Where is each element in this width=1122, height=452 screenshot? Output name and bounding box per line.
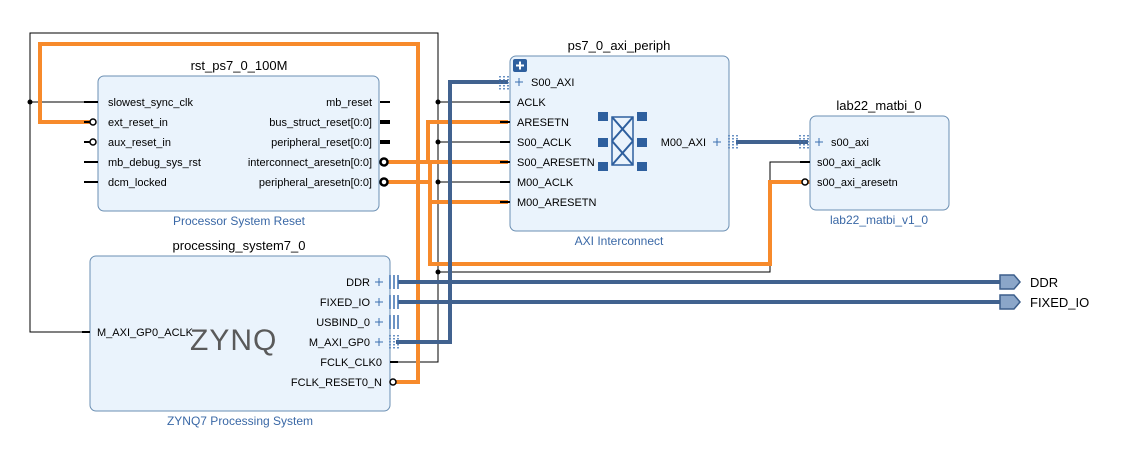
rst-port-bus-struct-reset: bus_struct_reset[0:0] — [269, 117, 372, 129]
rst-block[interactable]: rst_ps7_0_100M Processor System Reset sl… — [84, 58, 390, 228]
rst-port-mb-reset: mb_reset — [326, 97, 372, 109]
ic-port-m00-aclk: M00_ACLK — [517, 177, 574, 189]
external-port-fixed-io[interactable]: FIXED_IO — [999, 294, 1089, 310]
ic-port-m00-axi: M00_AXI — [661, 137, 706, 149]
lab-instance-name: lab22_matbi_0 — [836, 98, 921, 113]
interconnect-block[interactable]: ps7_0_axi_periph AXI Interconnect S00_AX… — [499, 38, 738, 248]
ic-port-aresetn: ARESETN — [517, 117, 569, 129]
ps-port-usbind: USBIND_0 — [316, 317, 370, 329]
ic-body — [509, 55, 730, 232]
ps-port-fixed-io: FIXED_IO — [320, 297, 371, 309]
lab-block[interactable]: lab22_matbi_0 lab22_matbi_v1_0 s00_axi s… — [799, 98, 950, 227]
rst-port-peripheral-aresetn: peripheral_aresetn[0:0] — [259, 177, 372, 189]
lab-ip-name: lab22_matbi_v1_0 — [830, 213, 928, 227]
lab-port-s00-axi-aresetn: s00_axi_aresetn — [817, 177, 898, 189]
rst-ip-name: Processor System Reset — [173, 214, 306, 228]
ic-port-s00-aresetn: S00_ARESETN — [517, 157, 595, 169]
ic-port-s00-axi: S00_AXI — [531, 77, 574, 89]
bus-pin-icon — [799, 135, 823, 149]
bus-pin-icon — [499, 76, 523, 90]
external-port-ddr[interactable]: DDR — [999, 274, 1058, 290]
ps-ip-name: ZYNQ7 Processing System — [167, 414, 313, 428]
ps-block[interactable]: processing_system7_0 ZYNQ7 Processing Sy… — [82, 238, 399, 428]
lab-port-s00-axi: s00_axi — [831, 137, 869, 149]
ic-ip-name: AXI Interconnect — [575, 234, 664, 248]
ic-port-m00-aresetn: M00_ARESETN — [517, 197, 597, 209]
ps-body — [89, 255, 391, 412]
reset-net-lab — [428, 180, 810, 266]
reset-net-m00 — [428, 182, 508, 204]
rst-port-mb-debug-sys-rst: mb_debug_sys_rst — [108, 157, 201, 169]
rst-port-peripheral-reset: peripheral_reset[0:0] — [271, 137, 372, 149]
rst-port-interconnect-aresetn: interconnect_aresetn[0:0] — [248, 157, 372, 169]
ps-port-m-axi-gp0-aclk: M_AXI_GP0_ACLK — [97, 327, 194, 339]
bus-pin-icon — [375, 275, 399, 349]
ps-port-m-axi-gp0: M_AXI_GP0 — [309, 337, 370, 349]
clock-net-loop — [29, 32, 439, 363]
crossbar-icon — [598, 112, 647, 171]
rst-port-slowest-sync-clk: slowest_sync_clk — [108, 97, 193, 109]
zynq-logo: ZYNQ — [190, 324, 277, 357]
reset-net-interconnect — [386, 120, 508, 164]
bus-net-s00-axi — [396, 80, 508, 344]
ps-instance-name: processing_system7_0 — [173, 238, 306, 253]
ps-port-fclk-reset0-n: FCLK_RESET0_N — [291, 377, 382, 389]
bus-nets[interactable] — [396, 80, 1000, 344]
lab-port-s00-axi-aclk: s00_axi_aclk — [817, 157, 881, 169]
ic-port-s00-aclk: S00_ACLK — [517, 137, 572, 149]
rst-port-ext-reset-in: ext_reset_in — [108, 117, 168, 129]
external-port-ddr-label: DDR — [1030, 275, 1058, 290]
rst-body — [97, 75, 380, 212]
reset-net-ext — [38, 42, 420, 384]
reset-net-s00 — [386, 160, 508, 184]
bus-pin-icon — [713, 135, 738, 149]
rst-port-dcm-locked: dcm_locked — [108, 177, 167, 189]
reset-nets[interactable] — [38, 42, 810, 384]
ps-port-fclk-clk0: FCLK_CLK0 — [320, 357, 382, 369]
rst-port-aux-reset-in: aux_reset_in — [108, 137, 171, 149]
ic-instance-name: ps7_0_axi_periph — [568, 38, 671, 53]
ic-port-aclk: ACLK — [517, 97, 546, 109]
rst-instance-name: rst_ps7_0_100M — [191, 58, 288, 73]
ps-port-ddr: DDR — [346, 277, 370, 289]
expand-icon[interactable] — [513, 59, 527, 72]
external-port-fixed-io-label: FIXED_IO — [1030, 295, 1089, 310]
